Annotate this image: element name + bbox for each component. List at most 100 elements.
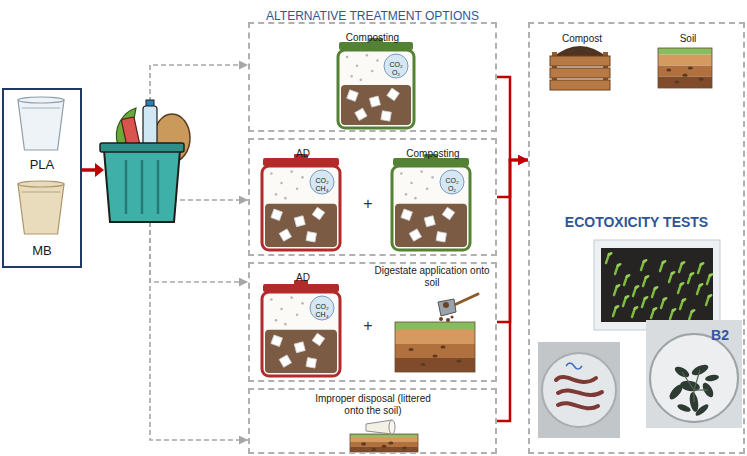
soil-outline	[658, 48, 712, 88]
cup-line	[22, 108, 61, 109]
petri-dish	[542, 353, 616, 427]
soil-stone	[361, 442, 366, 445]
plastic-fragment	[424, 216, 435, 227]
soil-layer	[395, 330, 475, 344]
bin-body	[104, 150, 180, 222]
seedling-leaf	[699, 261, 705, 266]
gas-dot	[405, 193, 408, 196]
cup-rim	[389, 420, 395, 434]
gas-dot	[376, 59, 379, 62]
gas-dot	[410, 182, 413, 185]
gas-dot	[270, 298, 273, 301]
text-slot: Digestate application onto soil	[372, 265, 492, 290]
node-text: MB	[32, 243, 52, 259]
soil-icon	[350, 434, 418, 452]
soil-stone	[441, 345, 446, 348]
digestate-clump	[446, 318, 450, 322]
text-slot: +	[353, 316, 383, 335]
flow-arrow	[497, 160, 528, 421]
soil-icon	[395, 322, 475, 372]
reactor-icon	[338, 38, 414, 128]
plastic-fragment	[442, 207, 455, 220]
label-slot: CO₂	[307, 174, 337, 185]
plastic-fragment	[312, 207, 325, 220]
text-slot: Soil	[640, 27, 736, 46]
crate-slat	[550, 68, 610, 78]
gas-dot	[426, 187, 429, 190]
reactor-icon	[392, 154, 470, 250]
cup-icon	[18, 97, 64, 150]
gas-dot	[366, 54, 369, 57]
text-slot: Improper disposal (littered onto the soi…	[312, 393, 434, 418]
node-text: Digestate application onto soil	[372, 265, 492, 289]
gas-dot	[275, 193, 278, 196]
seedling-leaf	[652, 306, 658, 311]
plastic-fragment	[347, 90, 359, 102]
gas-dot	[301, 302, 304, 305]
soil-layer	[350, 442, 418, 447]
material-box: PLAMB	[2, 88, 82, 268]
seedling-leaf	[671, 307, 677, 312]
plastic-fragment	[381, 111, 391, 121]
plastic-fragment	[306, 358, 316, 368]
text-slot: Composting	[250, 26, 495, 45]
crate-slat	[550, 80, 610, 90]
gas-bubble	[310, 170, 334, 194]
gas-label: CO₂	[445, 177, 458, 185]
photo-ground	[646, 320, 742, 428]
plant-leaf	[679, 379, 700, 392]
soil-layer	[658, 77, 712, 88]
soil-stone	[688, 66, 693, 69]
seedling-leaf	[689, 271, 695, 276]
bin-rib	[157, 160, 160, 214]
seedling-leaf	[708, 272, 714, 277]
seedling-leaf	[670, 270, 676, 275]
reactor-body	[262, 166, 340, 250]
reactor-icon	[262, 280, 340, 376]
flow-arrow	[497, 160, 528, 197]
gas-dot	[350, 75, 353, 78]
cup-rim	[18, 97, 64, 103]
soil-outline	[350, 434, 418, 452]
soil-layer	[395, 344, 475, 358]
soil-stone	[388, 441, 393, 444]
seedling-leaf	[698, 282, 704, 287]
cup-icon	[18, 181, 64, 234]
text-slot: ECOTOXICITY TESTS	[530, 212, 743, 231]
soil-stone	[433, 354, 438, 357]
littered-cup-icon	[366, 420, 395, 434]
plant-stem	[694, 389, 708, 390]
node-text: ECOTOXICITY TESTS	[565, 214, 708, 231]
bottle	[143, 106, 157, 148]
gas-label: CO₂	[389, 61, 402, 69]
flow-arrow	[497, 77, 528, 160]
plant-stem	[694, 370, 700, 390]
soil-stone	[666, 68, 671, 71]
node-text: AD	[296, 272, 310, 284]
text-slot: AD	[253, 266, 353, 285]
earthworm-photo	[538, 342, 620, 438]
cup-body	[366, 420, 392, 434]
gas-dot	[301, 176, 304, 179]
gas-bubble	[440, 170, 464, 194]
seedling-leaf	[625, 273, 631, 278]
plant-leaf	[676, 403, 691, 413]
seedling-leaf	[690, 308, 696, 313]
reactor-substrate	[341, 85, 411, 125]
seedling-leaf	[643, 295, 649, 300]
plastic-fragment	[436, 232, 446, 242]
label-slot: ALTERNATIVE TREATMENT OPTIONS	[248, 5, 497, 24]
gas-dot	[280, 308, 283, 311]
gas-dot	[284, 323, 287, 326]
feed-arrow-head	[95, 163, 104, 177]
gas-dot	[414, 197, 417, 200]
gas-label: CO₂	[315, 177, 328, 185]
gas-dot	[284, 197, 287, 200]
digestate-clump	[443, 302, 449, 308]
label-slot: CO₂	[307, 300, 337, 311]
bin-rib	[141, 160, 144, 214]
cup-line	[22, 192, 61, 193]
shovel-blade	[438, 299, 456, 316]
soil-stone	[371, 448, 376, 451]
reactor-icon	[262, 154, 340, 250]
